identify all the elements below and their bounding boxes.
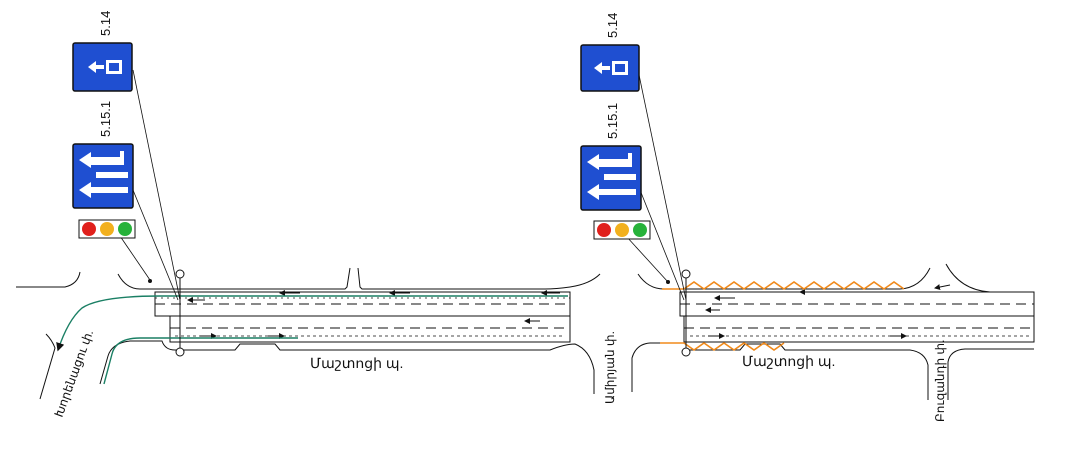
left-pole-bottom	[175, 347, 185, 357]
right-leader-line	[637, 69, 687, 301]
left-leader-end	[148, 279, 152, 283]
left-sign-upper-code: 5.14	[98, 11, 113, 36]
right-pole-top	[681, 269, 691, 279]
right-scheme: 5.14 5.15.1 Մաշտոցի պ. Ամիրյան փ. Բուզան…	[580, 13, 1035, 422]
right-sign-5-14: 5.14	[580, 13, 640, 92]
right-road-top-edge	[637, 267, 931, 290]
left-road-top-edge-3	[357, 267, 601, 290]
left-scheme: 5.14 5.15.1 Մաշտոցի պ. Խորենացու փ.	[16, 11, 601, 419]
right-road-bottom-edge-2	[684, 343, 929, 400]
left-pole-top	[175, 269, 185, 279]
left-leader-line	[132, 69, 181, 301]
right-leader-line	[639, 189, 685, 301]
right-road-bottom-edge-3	[947, 348, 1034, 400]
left-sign-5-14: 5.14	[72, 11, 133, 92]
left-bus-route-line	[56, 295, 568, 352]
left-leader-line	[132, 189, 179, 301]
right-carriageway-lower	[683, 315, 1035, 343]
left-road-top-edge-2	[117, 267, 351, 290]
right-leader-end	[666, 280, 670, 284]
left-bus-route-line-2	[103, 337, 298, 385]
right-leader-line	[625, 235, 669, 283]
left-road-bottom-edge-2	[99, 340, 595, 394]
right-sign-5-15-1: 5.15.1	[580, 103, 642, 211]
left-carriageway-lower	[169, 315, 571, 343]
right-sign-upper-code: 5.14	[605, 13, 620, 38]
right-road-top-edge-2	[945, 263, 1034, 293]
left-road-top-edge	[16, 271, 81, 288]
left-side-street-label: Խորենացու փ.	[52, 328, 97, 419]
left-traffic-light	[78, 219, 136, 239]
right-side-street-left-label: Ամիրյան փ.	[603, 331, 617, 404]
right-pole-bottom	[681, 347, 691, 357]
right-lane-arrow	[934, 284, 951, 290]
left-road-bottom-edge	[39, 333, 56, 400]
right-zigzag-top	[683, 281, 905, 290]
right-side-street-bottom-label: Բուզանդի փ.	[933, 340, 947, 422]
left-leader-line	[119, 235, 151, 281]
left-sign-5-15-1: 5.15.1	[72, 101, 134, 209]
right-sign-lower-code: 5.15.1	[605, 103, 620, 139]
right-road-bottom-edge	[631, 342, 670, 392]
left-sign-lower-code: 5.15.1	[98, 101, 113, 137]
right-zigzag-bottom	[683, 342, 785, 351]
right-traffic-light	[593, 220, 651, 240]
right-main-street-label: Մաշտոցի պ.	[742, 353, 835, 369]
left-main-street-label: Մաշտոցի պ.	[310, 355, 403, 371]
